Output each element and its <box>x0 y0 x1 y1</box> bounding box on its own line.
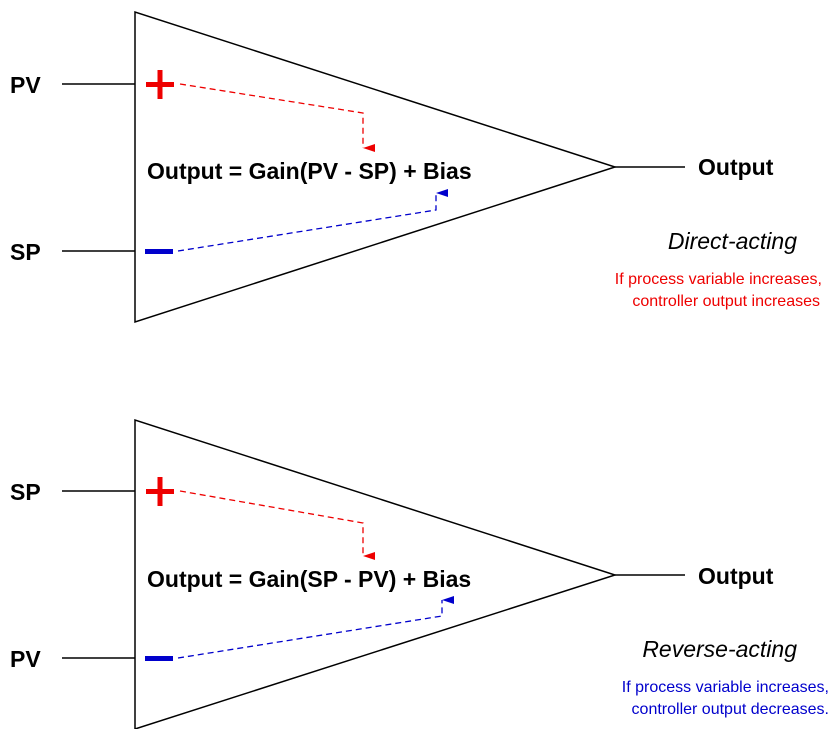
amplifier-triangle-bottom <box>134 418 618 729</box>
description-line2-1: controller output increases <box>632 293 820 310</box>
input-label-bottom-2: PV <box>10 646 41 672</box>
plus-sign-icon <box>146 70 174 99</box>
output-label-2: Output <box>698 563 774 589</box>
equation-1: Output = Gain(PV - SP) + Bias <box>147 158 472 184</box>
minus-sign-icon <box>145 656 173 661</box>
description-line2-2: controller output decreases. <box>632 701 829 718</box>
reverse-acting-diagram: SP PV Output Output = Gain(SP - PV) + Bi… <box>10 418 829 729</box>
description-line1-1: If process variable increases, <box>615 271 822 288</box>
plus-dashed-arrow <box>179 83 375 152</box>
action-label-2: Reverse-acting <box>642 636 797 662</box>
amplifier-triangle-top <box>134 10 618 324</box>
action-label-1: Direct-acting <box>668 228 797 254</box>
input-label-top-1: PV <box>10 72 41 98</box>
direct-acting-diagram: PV SP Output Output = Gain(PV - SP) + Bi… <box>10 10 822 324</box>
minus-dashed-arrow <box>177 189 448 252</box>
description-line1-2: If process variable increases, <box>622 679 829 696</box>
input-label-bottom-1: SP <box>10 239 41 265</box>
plus-sign-icon <box>146 477 174 506</box>
equation-2: Output = Gain(SP - PV) + Bias <box>147 566 471 592</box>
minus-dashed-arrow <box>177 596 454 659</box>
input-label-top-2: SP <box>10 479 41 505</box>
output-label-1: Output <box>698 154 774 180</box>
plus-dashed-arrow <box>179 490 375 560</box>
minus-sign-icon <box>145 249 173 254</box>
